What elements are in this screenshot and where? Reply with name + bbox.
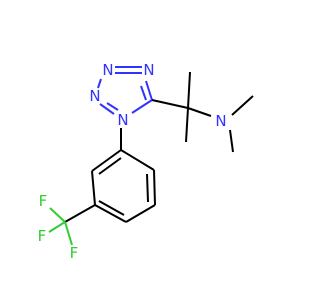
atom-n-label: N [215, 112, 226, 130]
bond-c-n-top [145, 80, 153, 101]
atom-n-label: N [117, 111, 128, 129]
bond-n-n-left [97, 78, 102, 89]
tetrazole-ring [97, 66, 153, 115]
bond-n-methyl-1 [231, 95, 254, 116]
bond-ph-4 [94, 204, 127, 223]
atom-f-label: F [70, 244, 79, 262]
bond-ph-4-inner [98, 200, 125, 216]
bond-n-c [131, 99, 153, 114]
bond-c-f3 [64, 221, 73, 246]
atom-f-label: F [39, 192, 48, 210]
atom-n-label: N [143, 61, 154, 79]
bond-ph-2 [153, 169, 156, 206]
bond-ph-6-inner [98, 157, 122, 175]
bond-c-f1 [49, 207, 66, 223]
bond-n-n-lower-double [106, 102, 119, 111]
molecule-diagram: N N N N N F F F [38, 61, 254, 262]
atom-n-label: N [89, 87, 100, 105]
bond-methyl-down [185, 107, 189, 143]
bond-cq-to-n [187, 107, 212, 117]
bond-ph-3 [125, 204, 156, 223]
bond-c-f2 [48, 221, 66, 233]
atom-f-label: F [38, 227, 47, 245]
bond-n-methyl-2 [229, 129, 234, 153]
bond-methyl-up [187, 71, 191, 109]
atom-n-label: N [102, 61, 113, 79]
bond-n-n-lower [99, 103, 115, 115]
bond-ph-6 [91, 149, 122, 172]
phenyl-ring [91, 149, 156, 223]
bond-c-n-top-double [140, 85, 147, 101]
bond-ring-to-cq [151, 99, 189, 109]
structure-svg: N N N N N F F F [38, 61, 254, 262]
bond-ph-5 [91, 170, 96, 206]
bond-ph-to-cf3 [64, 204, 96, 223]
bond-ph-1 [120, 149, 155, 171]
bond-ph-2-inner [146, 173, 149, 203]
